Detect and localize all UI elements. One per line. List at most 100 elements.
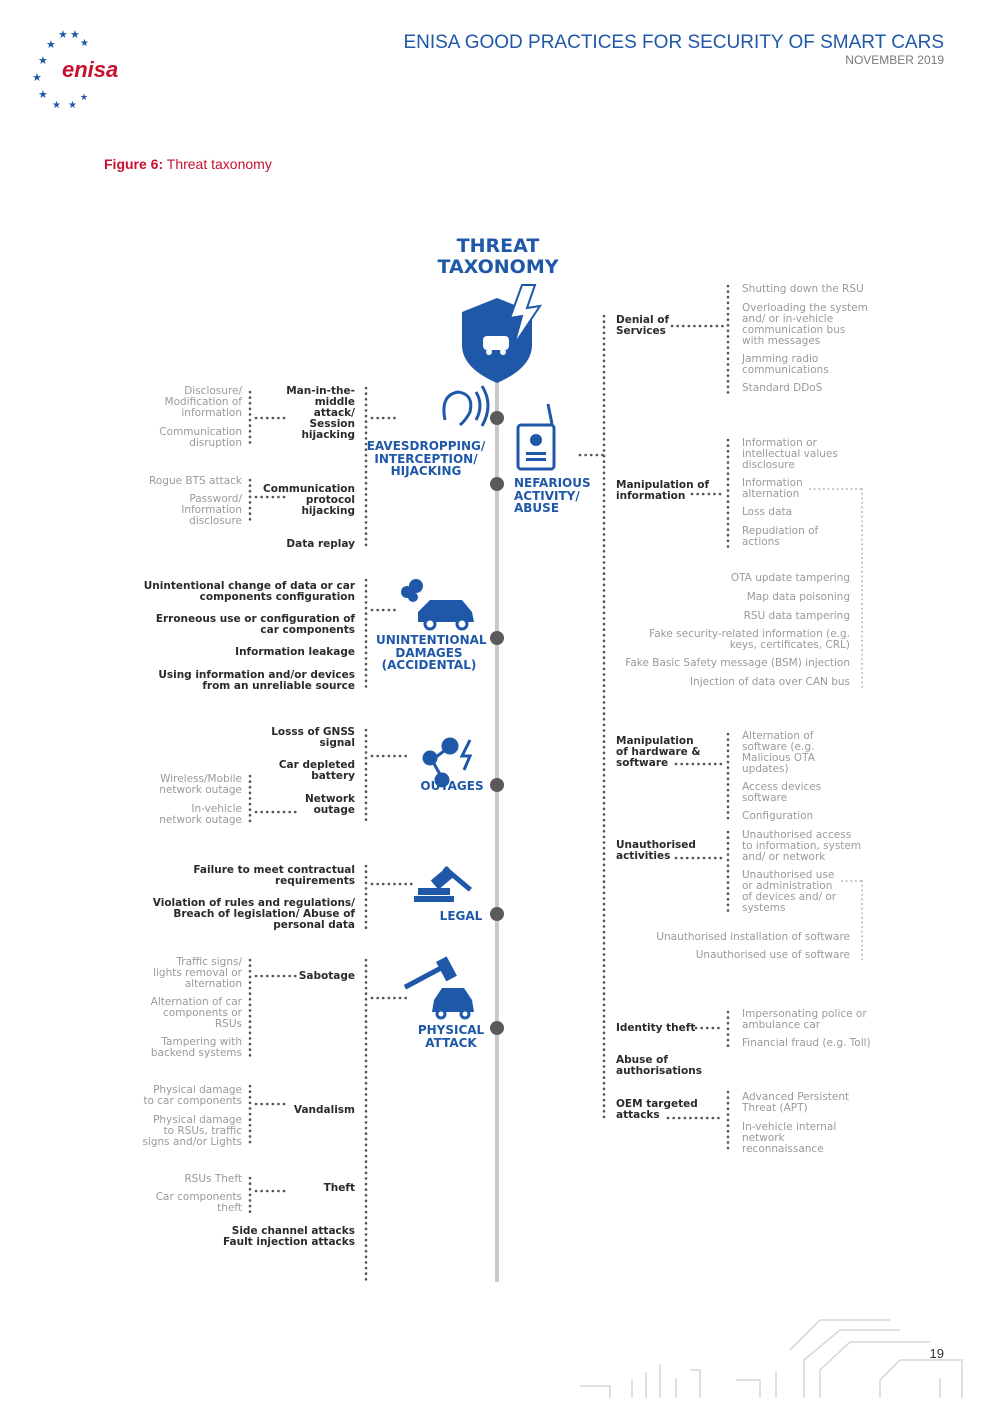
threat-unauth-install: Unauthorised installation of software (656, 931, 850, 943)
threat-repudiation: Repudiation of actions (742, 525, 819, 548)
car-smoke-icon (401, 579, 474, 631)
node-unintentional (490, 631, 504, 645)
threat-unauthorised-access: Unauthorised access to information, syst… (742, 829, 862, 863)
threat-gnss-loss: Losss of GNSS signal (271, 726, 355, 749)
threat-unauthorised-use: Unauthorised use or administration of de… (742, 869, 837, 914)
document-title: ENISA GOOD PRACTICES FOR SECURITY OF SMA… (403, 32, 944, 53)
eu-stars-icon: ★★ ★★ ★★ ★★ ★★ (32, 29, 89, 110)
threat-info-leakage: Information leakage (235, 646, 355, 658)
node-nefarious (490, 477, 504, 491)
threat-map-poisoning: Map data poisoning (746, 591, 850, 603)
threat-mitm: Man-in-the-middle attack/ Session hijack… (286, 385, 355, 441)
threat-jamming: Jamming radio communications (742, 353, 829, 376)
threat-dos: Denial of Services (616, 314, 670, 337)
document-date: NOVEMBER 2019 (845, 53, 944, 67)
threat-sw-alternation: Alternation of software (e.g. Malicious … (742, 730, 815, 775)
threat-financial-fraud: Financial fraud (e.g. Toll) (742, 1037, 871, 1049)
category-nefarious: NEFARIOUS ACTIVITY/ ABUSE (514, 476, 591, 515)
svg-text:★: ★ (58, 29, 68, 41)
threat-rogue-bts: Rogue BTS attack (149, 475, 242, 487)
threat-overloading: Overloading the system and/ or in-vehicl… (742, 302, 868, 347)
circuit-decoration (580, 1319, 963, 1398)
svg-text:★: ★ (70, 29, 80, 41)
threat-theft: Theft (323, 1182, 355, 1194)
threat-can-injection: Injection of data over CAN bus (689, 676, 850, 688)
threat-impersonation: Impersonating police or ambulance car (742, 1008, 867, 1031)
threat-unint-change: Unintentional change of data or car comp… (143, 580, 355, 603)
ear-icon (442, 385, 490, 427)
threat-data-replay: Data replay (286, 538, 355, 550)
threat-info-alternation: Information alternation (742, 477, 803, 500)
threat-fake-security-info: Fake security-related information (e.g. … (649, 628, 850, 651)
svg-text:★: ★ (68, 100, 77, 110)
node-legal (490, 907, 504, 921)
threat-identity-theft: Identity theft (616, 1022, 696, 1034)
threat-info-disclosure: Information or intellectual values discl… (742, 437, 838, 471)
gavel-icon (414, 866, 473, 902)
diagram-title: THREAT TAXONOMY (437, 235, 559, 278)
threat-backend-tampering: Tampering with backend systems (150, 1036, 242, 1059)
threat-mitm-disruption: Communication disruption (159, 426, 242, 449)
category-eavesdropping: EAVESDROPPING/ INTERCEPTION/ HIJACKING (366, 439, 486, 478)
threat-access-devices: Access devices software (742, 781, 822, 804)
threat-damage-car: Physical damage to car components (143, 1084, 242, 1107)
threat-damage-rsu: Physical damage to RSUs, traffic signs a… (142, 1114, 242, 1148)
node-physical (490, 1021, 504, 1035)
threat-configuration: Configuration (742, 810, 814, 822)
category-outages: OUTAGES (420, 779, 484, 793)
threat-component-theft: Car components theft (155, 1191, 242, 1214)
threat-battery: Car depleted battery (278, 759, 355, 782)
logo-wordmark: enisa (62, 57, 119, 82)
shield-icon (462, 284, 543, 383)
node-eavesdropping (490, 411, 504, 425)
id-card-icon (516, 403, 556, 471)
threat-mitm-disclosure: Disclosure/ Modification of information (164, 385, 242, 419)
threat-side-channel: Side channel attacks (231, 1225, 355, 1237)
network-outage-icon (422, 737, 473, 788)
threat-comm-hijacking: Communication protocol hijacking (263, 483, 355, 517)
svg-text:★: ★ (80, 92, 88, 102)
figure-caption: Figure 6: Threat taxonomy (104, 156, 272, 172)
hammer-car-icon (403, 956, 474, 1020)
threat-apt: Advanced Persistent Threat (APT) (742, 1091, 850, 1114)
threat-rsu-tampering: RSU data tampering (743, 610, 850, 622)
threat-rsu-theft: RSUs Theft (184, 1173, 242, 1185)
threat-unauth-software-use: Unauthorised use of software (695, 949, 850, 961)
threat-unreliable-source: Using information and/or devices from an… (158, 669, 355, 692)
threat-rules-violation: Violation of rules and regulations/ Brea… (152, 897, 355, 931)
svg-text:★: ★ (32, 72, 42, 84)
svg-text:★: ★ (52, 100, 61, 110)
threat-loss-data: Loss data (742, 506, 793, 518)
threat-sabotage: Sabotage (298, 970, 355, 982)
category-legal: LEGAL (439, 909, 483, 923)
threat-invehicle-outage: In-vehicle network outage (159, 803, 242, 826)
threat-ota-tampering: OTA update tampering (730, 572, 850, 584)
threat-manip-info: Manipulation of information (616, 479, 710, 502)
figure-label: Figure 6: (104, 156, 164, 172)
threat-fake-bsm: Fake Basic Safety message (BSM) injectio… (625, 657, 850, 669)
threat-network-reconnaissance: In-vehicle internal network reconnaissan… (742, 1121, 837, 1155)
node-outages (490, 778, 504, 792)
category-unintentional: UNINTENTIONAL DAMAGES (ACCIDENTAL) (376, 633, 487, 672)
threat-erroneous-use: Erroneous use or configuration of car co… (155, 613, 355, 636)
threat-shutdown-rsu: Shutting down the RSU (742, 283, 864, 295)
threat-password-disclosure: Password/ Information disclosure (181, 493, 242, 527)
threat-abuse-authorisations: Abuse of authorisations (616, 1054, 702, 1077)
svg-text:★: ★ (38, 55, 48, 67)
threat-vandalism: Vandalism (293, 1104, 355, 1116)
threat-wireless-outage: Wireless/Mobile network outage (159, 773, 242, 796)
svg-text:★: ★ (80, 38, 89, 49)
figure-caption-text: Threat taxonomy (166, 156, 272, 172)
threat-manip-hw-sw: Manipulation of hardware & software (616, 735, 701, 769)
threat-oem-attacks: OEM targeted attacks (616, 1098, 698, 1121)
threat-network-outage: Network outage (304, 793, 355, 816)
page-number: 19 (929, 1346, 944, 1361)
threat-fault-injection: Fault injection attacks (222, 1236, 355, 1248)
threat-traffic-sign-removal: Traffic signs/ lights removal or alterna… (153, 956, 242, 990)
category-physical: PHYSICAL ATTACK (417, 1023, 485, 1050)
threat-car-component-alteration: Alternation of car components or RSUs (150, 996, 242, 1030)
threat-contract-failure: Failure to meet contractual requirements (193, 864, 355, 887)
threat-ddos: Standard DDoS (742, 382, 823, 394)
svg-text:★: ★ (38, 89, 48, 101)
